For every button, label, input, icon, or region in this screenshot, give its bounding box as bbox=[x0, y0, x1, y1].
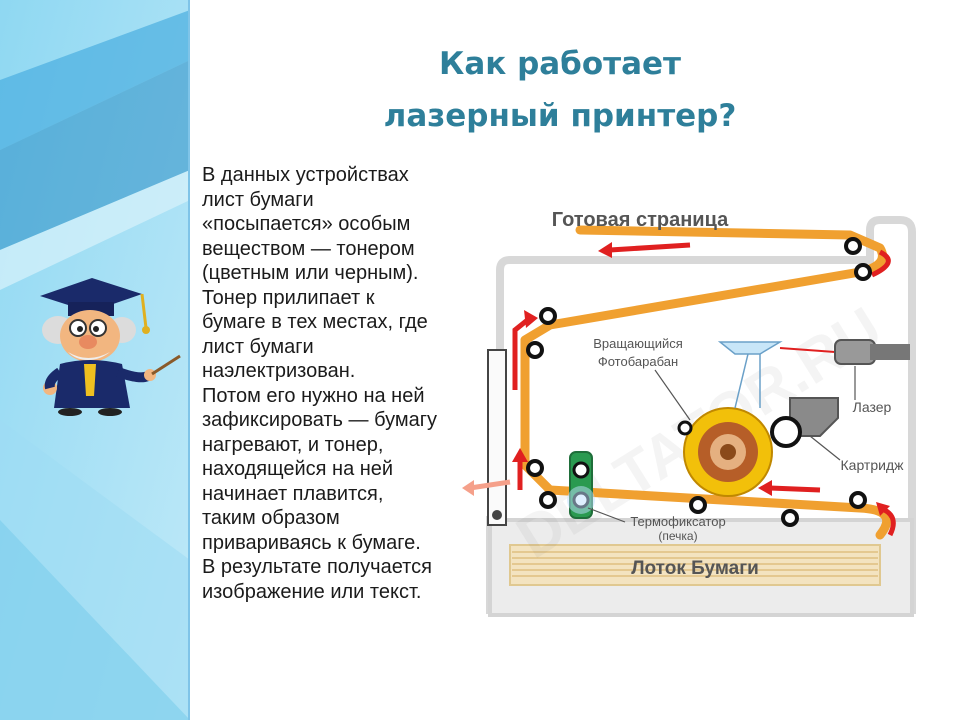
title-line-1: Как работает bbox=[438, 46, 682, 82]
text-line: начинает плавится, bbox=[202, 482, 384, 505]
text-line: таким образом bbox=[202, 507, 340, 529]
text-line: Тонер прилипает к bbox=[202, 286, 375, 309]
laser-printer-diagram: Лоток Бумаги DELTATOR.RU Термофиксатор (… bbox=[462, 209, 916, 617]
text-line: нагревают, и тонер, bbox=[202, 433, 384, 456]
left-decorative-band bbox=[0, 0, 190, 720]
drum-label-line1: Вращающийся bbox=[593, 336, 683, 351]
professor-mascot-illustration bbox=[40, 278, 181, 416]
text-line: «посыпается» особым bbox=[202, 213, 411, 235]
bottom-arrow bbox=[769, 485, 821, 493]
text-line: В данных устройствах bbox=[202, 164, 409, 186]
left-up-arrow bbox=[512, 316, 532, 390]
manual-feed-slot bbox=[487, 349, 507, 526]
fuser-label-line2: (печка) bbox=[658, 529, 697, 543]
text-line: (цветным или черным). bbox=[202, 262, 419, 284]
text-line: В результате получается bbox=[202, 556, 432, 578]
title-line-2: лазерный принтер? bbox=[383, 98, 737, 134]
laser-label: Лазер bbox=[853, 399, 892, 415]
fuser-label-line1: Термофиксатор bbox=[630, 514, 725, 529]
cartridge-label: Картридж bbox=[841, 457, 905, 473]
top-arrow bbox=[609, 242, 691, 253]
text-line: наэлектризован. bbox=[202, 360, 356, 382]
right-arrow bbox=[870, 249, 891, 278]
description-text: В данных устройствах лист бумаги «посыпа… bbox=[202, 163, 482, 604]
text-line: лист бумаги bbox=[202, 335, 314, 358]
text-line: привариваясь к бумаге. bbox=[202, 531, 421, 554]
laser-unit bbox=[834, 339, 876, 365]
text-line: лист бумаги bbox=[202, 188, 314, 211]
text-line: веществом — тонером bbox=[202, 237, 415, 260]
band-divider bbox=[188, 0, 190, 720]
paper-tray-label: Лоток Бумаги bbox=[631, 558, 759, 579]
page-title: Как работает лазерный принтер? bbox=[300, 38, 820, 142]
printer-housing bbox=[486, 216, 916, 614]
text-line: Потом его нужно на ней bbox=[202, 384, 425, 407]
exit-arrow bbox=[469, 479, 511, 491]
text-line: находящейся на ней bbox=[202, 458, 394, 480]
roller bbox=[526, 237, 872, 527]
text-line: бумаге в тех местах, где bbox=[202, 311, 428, 333]
text-line: изображение или текст. bbox=[202, 580, 422, 603]
drum-label-line2: Фотобарабан bbox=[598, 354, 678, 369]
text-line: зафиксировать — бумагу bbox=[202, 409, 438, 431]
ready-page-label: Готовая страница bbox=[552, 209, 729, 231]
